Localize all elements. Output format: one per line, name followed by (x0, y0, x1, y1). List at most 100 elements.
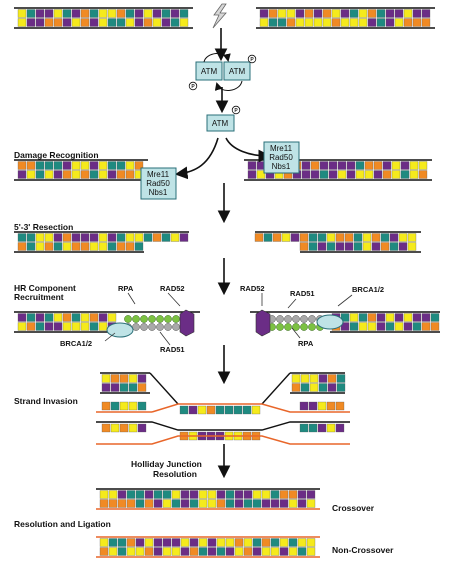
label-holliday-1: Holliday Junction (131, 459, 202, 469)
base-square (234, 538, 244, 547)
base-square (270, 547, 280, 556)
base-square (144, 547, 154, 556)
base-square (349, 9, 359, 18)
rad51-bead (148, 315, 156, 323)
mrn-complex-left: Mre11 Rad50 Nbs1 (140, 167, 177, 200)
base-square (337, 170, 347, 179)
base-square (62, 9, 72, 18)
complex-rad50: Rad50 (146, 179, 170, 188)
complex-rad50: Rad50 (269, 153, 293, 162)
base-square (71, 233, 81, 242)
base-square (322, 9, 332, 18)
base-square (216, 547, 226, 556)
rad51-bead (292, 323, 300, 331)
base-square (62, 161, 72, 170)
label-resolution-ligation: Resolution and Ligation (14, 519, 111, 529)
complex-nbs1: Nbs1 (272, 162, 291, 171)
base-square (412, 9, 422, 18)
base-square (35, 9, 45, 18)
base-square (17, 9, 27, 18)
base-square (119, 383, 129, 392)
base-square (215, 405, 225, 415)
base-square (308, 242, 318, 251)
base-square (89, 233, 99, 242)
base-square (162, 538, 172, 547)
label-brca-left: BRCA1/2 (60, 339, 92, 348)
base-square (35, 170, 45, 179)
base-square (371, 242, 381, 251)
rpa-bead (308, 315, 316, 323)
base-square (110, 401, 120, 411)
base-square (108, 547, 118, 556)
base-square (353, 242, 363, 251)
lightning-bolt-icon (212, 3, 227, 29)
atm-label: ATM (212, 119, 229, 128)
base-square (288, 547, 298, 556)
base-square (26, 233, 36, 242)
base-square (116, 9, 126, 18)
atm-label-right: ATM (229, 67, 246, 76)
label-damage-recognition: Damage Recognition (14, 150, 99, 160)
base-square (327, 374, 337, 383)
base-square (189, 499, 199, 508)
base-square (161, 18, 171, 27)
base-square (117, 547, 127, 556)
base-square (403, 322, 413, 331)
base-square (385, 322, 395, 331)
rpa-bead (284, 315, 292, 323)
base-square (313, 18, 323, 27)
label-hr-recruitment-2: Recruitment (14, 292, 64, 302)
base-square (355, 161, 365, 170)
base-square (234, 499, 244, 508)
label-brca-right: BRCA1/2 (352, 285, 384, 294)
base-square (171, 490, 181, 499)
base-square (170, 9, 180, 18)
base-square (297, 499, 307, 508)
base-square (306, 547, 316, 556)
dna-backbone (151, 403, 350, 413)
base-square (125, 9, 135, 18)
base-square (134, 9, 144, 18)
rpa-bead (292, 315, 300, 323)
base-square (119, 401, 129, 411)
base-square (98, 170, 108, 179)
base-square (108, 499, 118, 508)
rad51-bead (132, 315, 140, 323)
base-square (179, 405, 189, 415)
base-square (162, 547, 172, 556)
base-square (144, 538, 154, 547)
base-square (331, 9, 341, 18)
base-square (189, 538, 199, 547)
base-square (247, 161, 257, 170)
base-square (385, 18, 395, 27)
protein-labels: RPA RAD52 RAD51 BRCA1/2 RAD52 RAD51 BRCA… (60, 284, 384, 354)
base-square (380, 233, 390, 242)
base-square (326, 233, 336, 242)
rad52-hexagon (179, 309, 195, 337)
rpa-bead (276, 315, 284, 323)
base-square (62, 313, 72, 322)
strand-invasion-structure (96, 372, 350, 445)
base-square (297, 490, 307, 499)
base-square (80, 161, 90, 170)
base-square (171, 499, 181, 508)
base-square (358, 18, 368, 27)
base-square (98, 18, 108, 27)
base-square (319, 170, 329, 179)
base-square (116, 233, 126, 242)
complex-mre11: Mre11 (147, 170, 170, 179)
base-square (180, 490, 190, 499)
base-square (336, 383, 346, 392)
base-square (327, 383, 337, 392)
dna-backbone (96, 421, 350, 431)
base-square (288, 538, 298, 547)
base-square (101, 383, 111, 392)
base-square (143, 9, 153, 18)
base-square (279, 499, 289, 508)
base-square (277, 9, 287, 18)
rpa-bead (148, 323, 156, 331)
label-rad51-left: RAD51 (160, 345, 185, 354)
base-square (134, 233, 144, 242)
base-square (353, 233, 363, 242)
base-square (391, 170, 401, 179)
